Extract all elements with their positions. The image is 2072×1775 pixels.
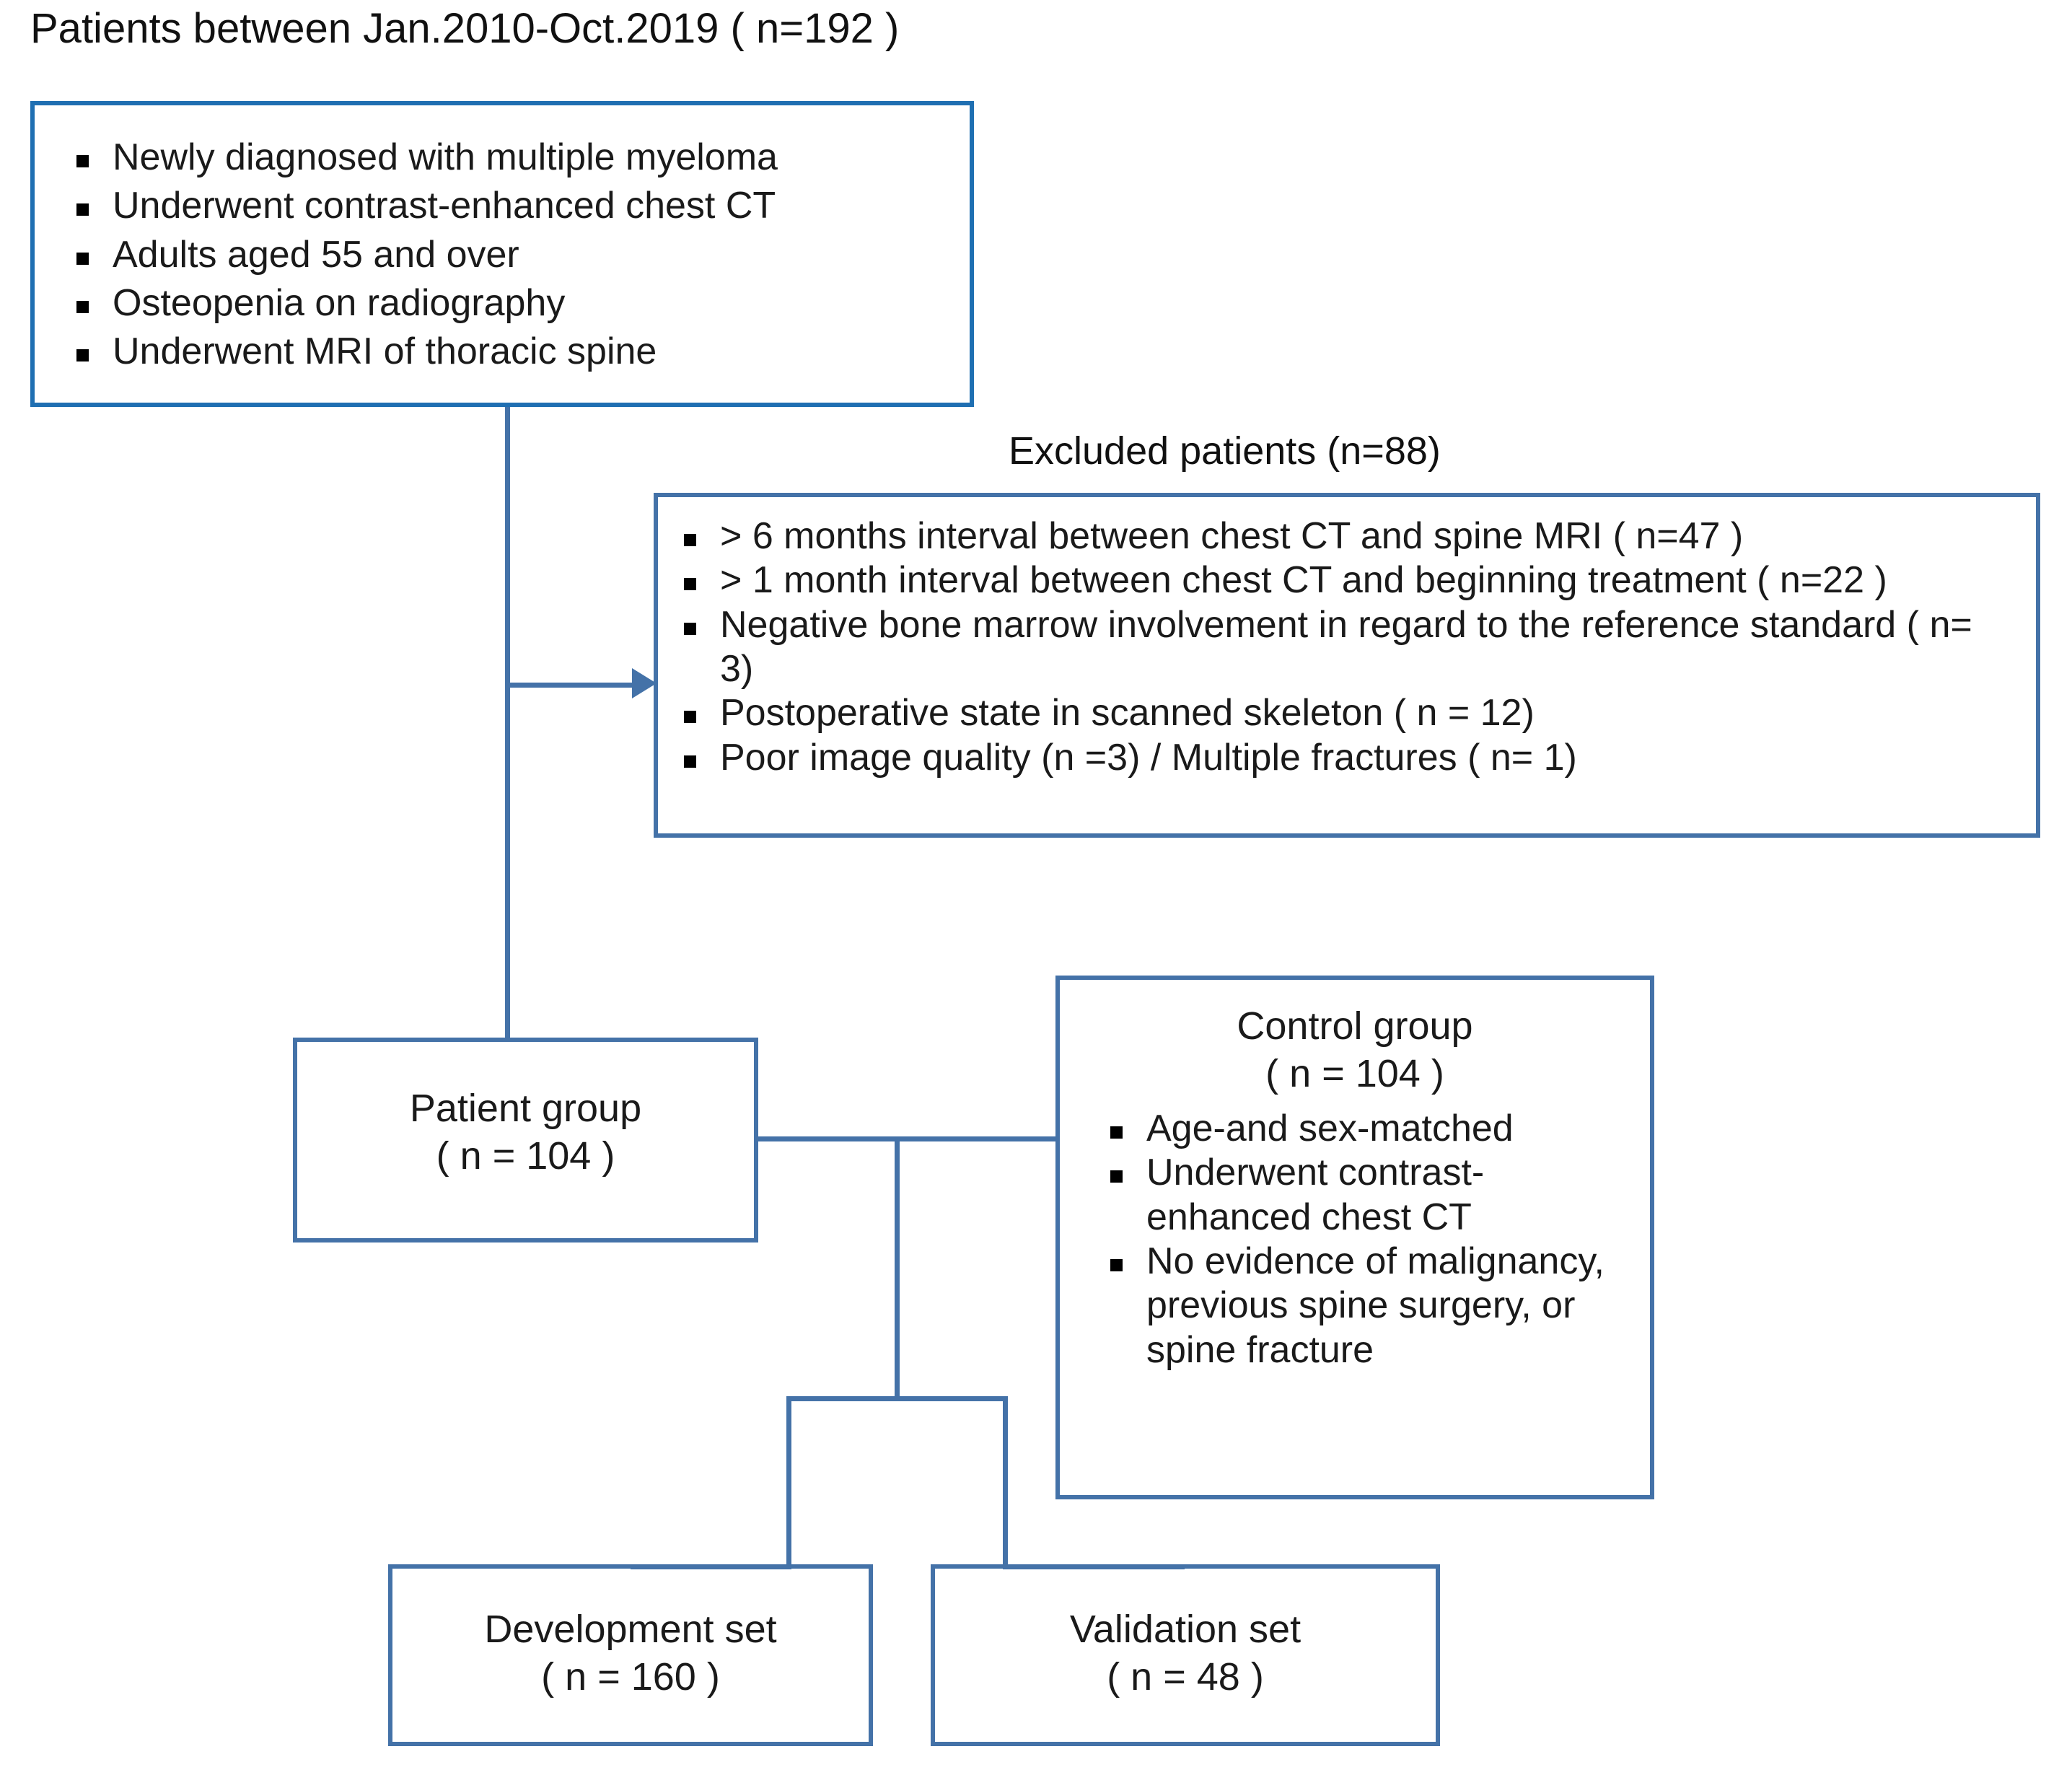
validation-set-count: ( n = 48 )	[1107, 1655, 1264, 1699]
connector-to-excluded	[505, 683, 636, 688]
page-title: Patients between Jan.2010-Oct.2019 ( n=1…	[30, 5, 900, 52]
control-group-box: Control group ( n = 104 ) Age-and sex-ma…	[1055, 976, 1654, 1499]
inclusion-criteria-box: Newly diagnosed with multiple myeloma Un…	[30, 101, 974, 407]
control-group-count: ( n = 104 )	[1265, 1051, 1444, 1095]
list-item: > 1 month interval between chest CT and …	[678, 558, 2016, 602]
connector-to-development-set-elbow	[631, 1564, 791, 1569]
list-item: Underwent contrast-enhanced chest CT	[71, 184, 970, 228]
connector-split-bar	[786, 1396, 1008, 1401]
connector-patient-to-control	[754, 1136, 1060, 1141]
list-item: Postoperative state in scanned skeleton …	[678, 691, 2016, 735]
development-set-box: Development set ( n = 160 )	[388, 1564, 873, 1746]
validation-set-title: Validation set	[1069, 1608, 1301, 1651]
connector-to-validation-set-elbow	[1003, 1564, 1185, 1569]
list-item: No evidence of malignancy, previous spin…	[1105, 1240, 1633, 1372]
excluded-patients-label: Excluded patients (n=88)	[1009, 429, 1441, 473]
list-item: Poor image quality (n =3) / Multiple fra…	[678, 736, 2016, 780]
connector-split-drop	[895, 1136, 900, 1398]
list-item: > 6 months interval between chest CT and…	[678, 514, 2016, 558]
arrowhead-icon	[632, 668, 657, 698]
validation-set-box: Validation set ( n = 48 )	[931, 1564, 1440, 1746]
connector-to-validation-set	[1003, 1396, 1008, 1569]
list-item: Underwent MRI of thoracic spine	[71, 330, 970, 374]
connector-main-spine	[505, 407, 510, 1042]
exclusion-criteria-box: > 6 months interval between chest CT and…	[654, 493, 2040, 838]
control-group-title: Control group	[1237, 1004, 1473, 1048]
patient-group-count: ( n = 104 )	[436, 1134, 615, 1178]
list-item: Underwent contrast-enhanced chest CT	[1105, 1151, 1633, 1240]
list-item: Age-and sex-matched	[1105, 1107, 1633, 1151]
development-set-count: ( n = 160 )	[541, 1655, 720, 1699]
list-item: Adults aged 55 and over	[71, 233, 970, 277]
patient-group-title: Patient group	[409, 1087, 642, 1130]
list-item: Osteopenia on radiography	[71, 281, 970, 325]
connector-to-development-set	[786, 1396, 791, 1569]
patient-group-box: Patient group ( n = 104 )	[293, 1038, 758, 1242]
list-item: Newly diagnosed with multiple myeloma	[71, 136, 970, 180]
development-set-title: Development set	[484, 1608, 777, 1651]
list-item: Negative bone marrow involvement in rega…	[678, 603, 2016, 692]
